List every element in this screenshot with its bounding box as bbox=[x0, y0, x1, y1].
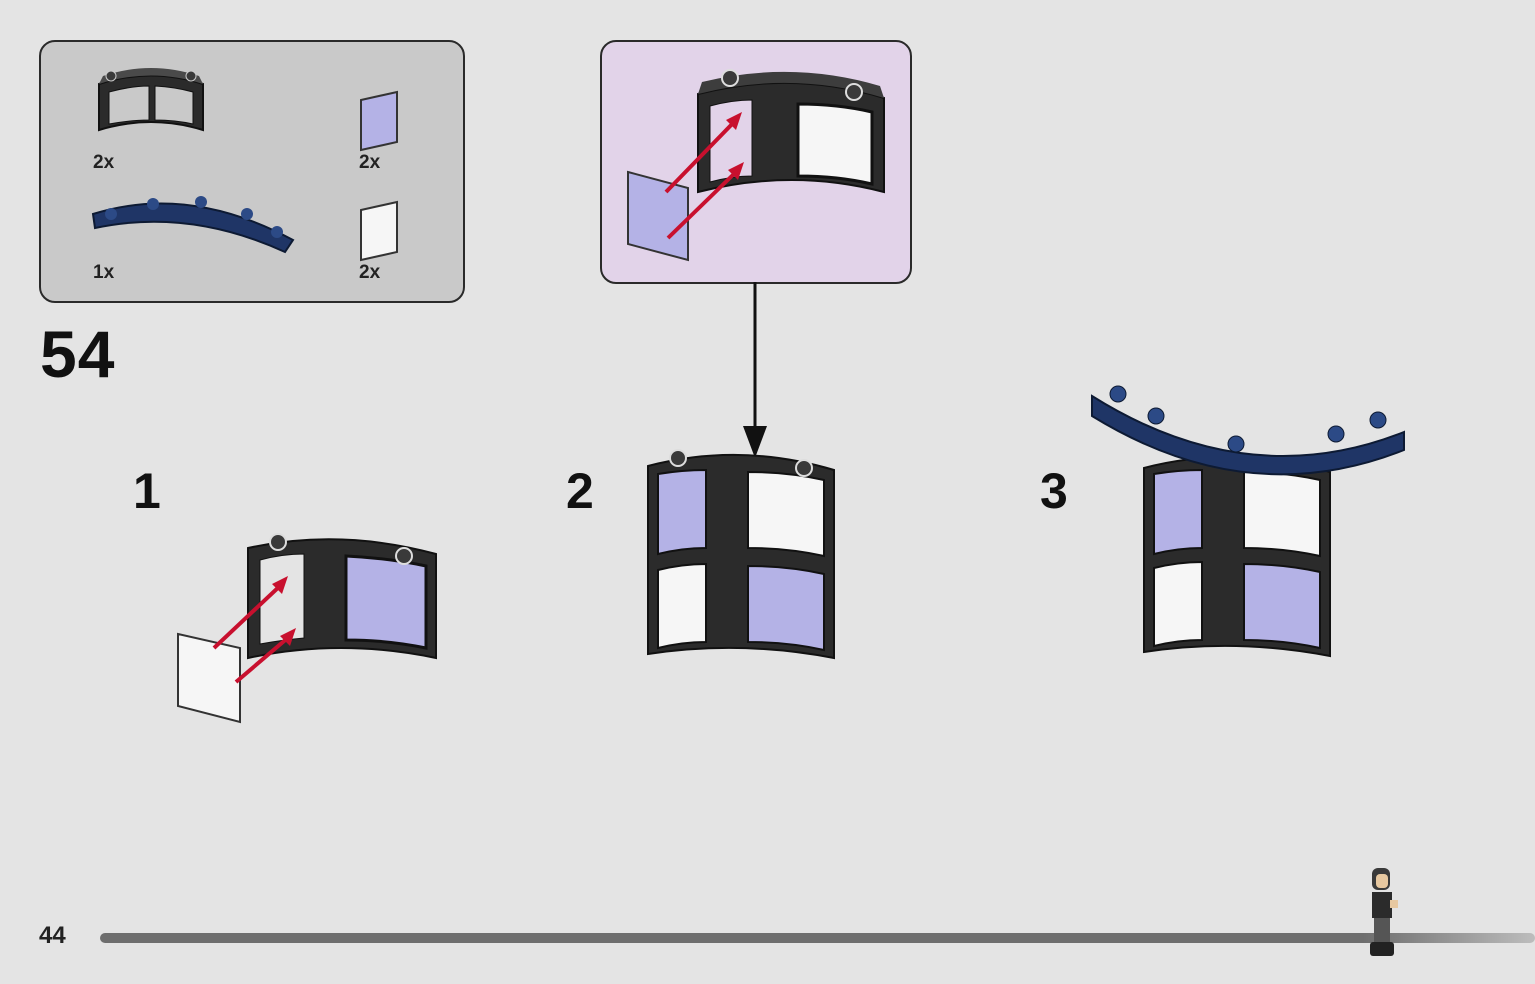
callout-panel bbox=[600, 40, 912, 284]
substep-3-illustration bbox=[1091, 385, 1405, 658]
parts-quantity: 2x bbox=[93, 152, 115, 173]
substep-number: 2 bbox=[566, 463, 594, 519]
substep-2-illustration bbox=[647, 449, 835, 660]
red-assembly-arrow-icon bbox=[212, 576, 296, 684]
parts-list-panel: 2x 2x 1x 2x bbox=[39, 40, 465, 303]
down-arrow-icon bbox=[743, 282, 767, 458]
dark-blue-curved-plate-part bbox=[91, 196, 295, 254]
minifigure-figure-icon bbox=[1370, 868, 1398, 956]
parts-quantity: 2x bbox=[359, 262, 381, 283]
red-assembly-arrow-icon bbox=[664, 112, 744, 240]
parts-quantity: 2x bbox=[359, 152, 381, 173]
callout-assembly-illustration bbox=[627, 69, 885, 262]
substep-1-illustration bbox=[177, 533, 437, 724]
lavender-glass-pane-part bbox=[360, 90, 398, 152]
substep-number: 1 bbox=[133, 463, 161, 519]
page-number: 44 bbox=[39, 922, 66, 949]
parts-quantity: 1x bbox=[93, 262, 115, 283]
main-step-number: 54 bbox=[40, 317, 116, 391]
clear-glass-pane-part bbox=[360, 200, 398, 262]
substep-number: 3 bbox=[1040, 463, 1068, 519]
progress-bar bbox=[100, 933, 1535, 943]
curved-window-frame-part bbox=[98, 68, 204, 132]
